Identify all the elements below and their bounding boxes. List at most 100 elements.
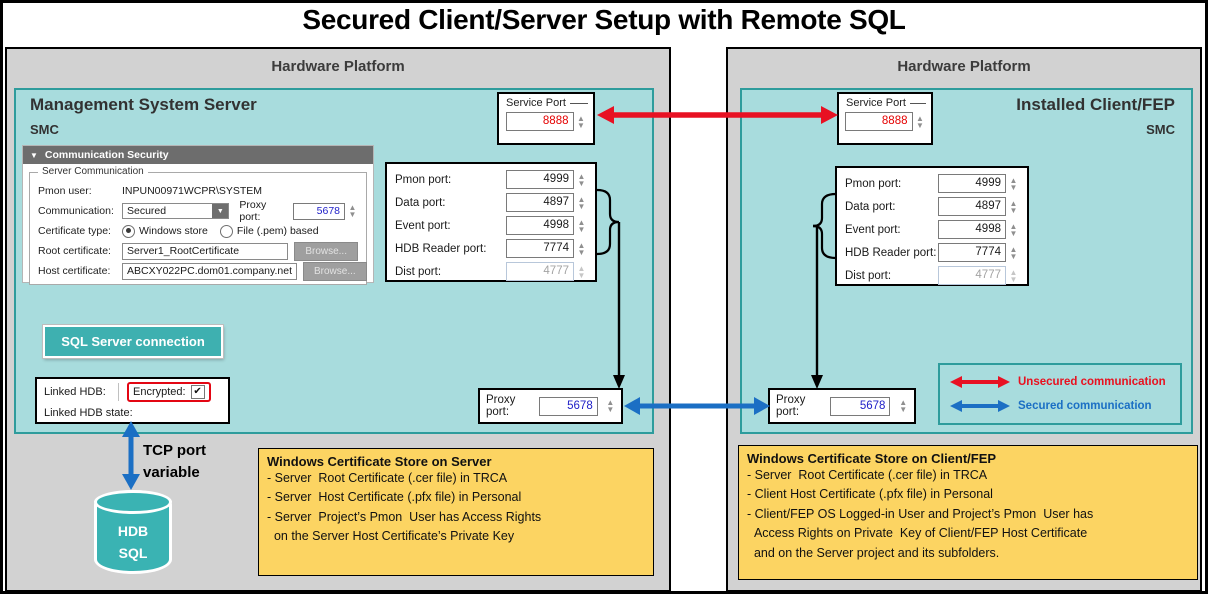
host-certificate-browse-button[interactable]: Browse... xyxy=(302,261,367,281)
data-port-input[interactable]: 4897 xyxy=(938,197,1006,216)
data-port-row: Data port: 4897 ▲▼ xyxy=(395,193,587,212)
spinner[interactable]: ▲▼ xyxy=(606,399,615,414)
spinner: ▲▼ xyxy=(1008,267,1019,284)
spin-up-icon: ▲ xyxy=(577,217,586,227)
spin-up-icon: ▲ xyxy=(1009,175,1018,185)
pmon-port-input[interactable]: 4999 xyxy=(938,174,1006,193)
dist-port-row: Dist port: 4777 ▲▼ xyxy=(845,266,1019,285)
hdb-reader-port-row: HDB Reader port: 7774 ▲▼ xyxy=(395,239,587,258)
event-port-input[interactable]: 4998 xyxy=(938,220,1006,239)
spinner[interactable]: ▲▼ xyxy=(576,194,587,211)
service-port-input[interactable]: 8888 xyxy=(505,112,574,131)
spin-up-icon: ▲ xyxy=(577,113,585,123)
server-box-title: Management System Server xyxy=(30,95,257,114)
proxy-port-input[interactable]: 5678 xyxy=(293,202,345,220)
installed-client-fep-box: Installed Client/FEP SMC Service Port 88… xyxy=(740,88,1193,434)
proxy-port-label: Proxy port: xyxy=(776,394,806,418)
hdb-reader-port-input[interactable]: 7774 xyxy=(938,243,1006,262)
encrypted-highlight: Encrypted: ✔ xyxy=(127,382,211,402)
spinner[interactable]: ▲▼ xyxy=(576,217,587,234)
dist-port-input: 4777 xyxy=(506,262,574,281)
certificate-type-row: Certificate type: Windows store File (.p… xyxy=(38,224,319,238)
spin-up-icon: ▲ xyxy=(1009,244,1018,254)
spinner[interactable]: ▲▼ xyxy=(898,398,908,414)
spin-down-icon: ▼ xyxy=(916,120,924,130)
spin-down-icon: ▼ xyxy=(577,178,586,188)
root-certificate-row: Root certificate: Server1_RootCertificat… xyxy=(38,241,358,261)
communication-security-title: Communication Security xyxy=(44,149,169,161)
radio-windows-store[interactable] xyxy=(122,224,135,238)
communication-dropdown[interactable]: Secured ▼ xyxy=(122,203,230,219)
spin-up-icon: ▲ xyxy=(916,113,924,123)
collapse-icon: ▼ xyxy=(30,150,38,160)
client-proxy-port-input[interactable]: 5678 xyxy=(830,396,891,416)
database-label: HDB SQL xyxy=(117,523,149,561)
spin-down-icon: ▼ xyxy=(577,270,586,280)
event-port-input[interactable]: 4998 xyxy=(506,216,574,235)
event-port-row: Event port: 4998 ▲▼ xyxy=(845,220,1019,239)
encrypted-checkbox[interactable]: ✔ xyxy=(190,385,205,399)
service-port-label: Service Port xyxy=(846,97,906,109)
client-proxy-port-box: Proxy port: 5678 ▲▼ xyxy=(768,388,916,424)
server-hardware-platform: Hardware Platform Management System Serv… xyxy=(5,47,671,592)
spin-down-icon: ▼ xyxy=(577,201,586,211)
sql-server-connection-button[interactable]: SQL Server connection xyxy=(43,325,223,358)
spin-up-icon: ▲ xyxy=(577,240,586,250)
proxy-port-label: Proxy port: xyxy=(486,394,516,418)
secured-legend-label: Secured communication xyxy=(1018,400,1152,412)
spin-down-icon: ▼ xyxy=(1009,228,1018,238)
pmon-port-input[interactable]: 4999 xyxy=(506,170,574,189)
cert-store-client-note: Windows Certificate Store on Client/FEP … xyxy=(738,445,1198,580)
spin-down-icon: ▼ xyxy=(577,224,586,234)
root-certificate-input[interactable]: Server1_RootCertificate xyxy=(122,242,289,260)
server-service-port-box: Service Port 8888 ▲▼ xyxy=(497,92,595,145)
server-proxy-port-input[interactable]: 5678 xyxy=(538,396,598,416)
spinner[interactable]: ▲▼ xyxy=(576,172,587,188)
pmon-user-value: INPUN00971WCPR\SYSTEM xyxy=(122,185,263,197)
spinner: ▲▼ xyxy=(576,264,587,280)
event-port-row: Event port: 4998 ▲▼ xyxy=(395,216,587,235)
divider xyxy=(118,383,119,401)
client-box-title: Installed Client/FEP xyxy=(1016,95,1175,114)
hdb-reader-port-input[interactable]: 7774 xyxy=(506,239,574,258)
communication-security-panel: ▼ Communication Security Server Communic… xyxy=(22,145,374,285)
spin-up-icon: ▲ xyxy=(1009,267,1018,277)
linked-hdb-label: Linked HDB: xyxy=(44,386,106,398)
chevron-down-icon: ▼ xyxy=(212,204,229,218)
spin-down-icon: ▼ xyxy=(1009,274,1018,284)
data-port-input[interactable]: 4897 xyxy=(506,193,574,212)
spinner[interactable]: ▲▼ xyxy=(1008,175,1019,191)
hdb-reader-port-row: HDB Reader port: 7774 ▲▼ xyxy=(845,243,1019,262)
spinner[interactable]: ▲▼ xyxy=(1008,221,1019,238)
hardware-platform-label: Hardware Platform xyxy=(271,58,405,75)
spin-up-icon: ▲ xyxy=(1009,221,1018,231)
page-title: Secured Client/Server Setup with Remote … xyxy=(302,4,906,35)
communication-security-header[interactable]: ▼ Communication Security xyxy=(23,146,373,164)
pmon-user-row: Pmon user: INPUN00971WCPR\SYSTEM xyxy=(38,185,263,197)
spinner[interactable]: ▲▼ xyxy=(576,240,587,256)
server-communication-group: Server Communication Pmon user: INPUN009… xyxy=(29,166,367,285)
service-port-spinner[interactable]: ▲▼ xyxy=(915,113,926,130)
data-port-row: Data port: 4897 ▲▼ xyxy=(845,197,1019,216)
proxy-port-label: Proxy port: xyxy=(239,199,267,223)
spin-up-icon: ▲ xyxy=(577,194,586,204)
spinner[interactable]: ▲▼ xyxy=(1008,199,1019,215)
spinner[interactable]: ▲▼ xyxy=(1008,244,1019,260)
unsecured-arrow-icon xyxy=(950,376,1010,388)
group-label: Server Communication xyxy=(38,166,148,177)
radio-file-pem[interactable] xyxy=(219,224,233,238)
dist-port-row: Dist port: 4777 ▲▼ xyxy=(395,262,587,281)
host-certificate-input[interactable]: ABCXY022PC.dom01.company.net xyxy=(122,262,297,280)
hdb-sql-database: HDB SQL xyxy=(94,490,172,574)
service-port-input[interactable]: 8888 xyxy=(844,112,913,131)
spin-down-icon: ▼ xyxy=(1009,205,1018,215)
client-service-port-box: Service Port 8888 ▲▼ xyxy=(837,92,933,145)
spin-down-icon: ▼ xyxy=(577,120,585,130)
host-certificate-row: Host certificate: ABCXY022PC.dom01.compa… xyxy=(38,261,367,281)
server-box-subtitle: SMC xyxy=(30,122,59,137)
service-port-spinner[interactable]: ▲▼ xyxy=(576,113,587,130)
spin-up-icon: ▲ xyxy=(899,398,908,407)
root-certificate-browse-button[interactable]: Browse... xyxy=(294,241,358,261)
proxy-port-spinner[interactable]: ▲▼ xyxy=(347,204,358,219)
spin-down-icon: ▼ xyxy=(348,210,357,219)
